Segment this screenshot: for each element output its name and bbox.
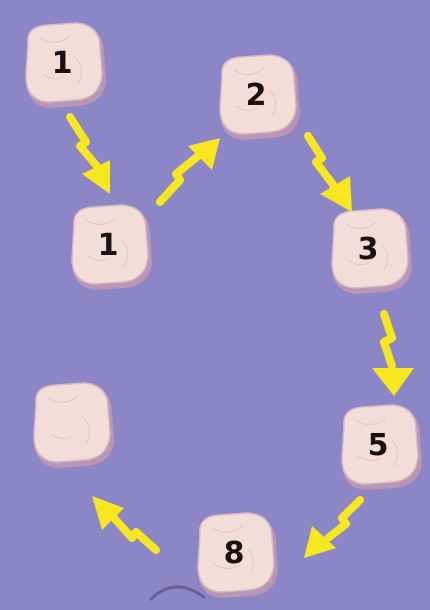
arrow-down-icon	[60, 112, 130, 202]
arrow-up-right-icon	[152, 130, 232, 210]
stone-1-value: 1	[14, 15, 110, 111]
arrow-down-icon-2	[362, 308, 422, 400]
stone-2: 1	[62, 200, 158, 296]
stone-7-blank[interactable]	[24, 378, 120, 474]
arrow-up-left-icon	[88, 488, 164, 558]
arrow-down-right-icon	[296, 130, 366, 220]
stone-2-value: 1	[60, 197, 156, 293]
stone-5-value: 5	[330, 397, 426, 493]
stone-6: 8	[188, 508, 284, 604]
stone-3-value: 2	[208, 47, 304, 143]
stone-1: 1	[16, 18, 112, 114]
arrow-down-left-icon	[298, 494, 368, 564]
stone-5: 5	[332, 400, 428, 496]
stone-6-value: 8	[186, 505, 282, 601]
stone-7-answer-slot[interactable]	[22, 375, 118, 471]
